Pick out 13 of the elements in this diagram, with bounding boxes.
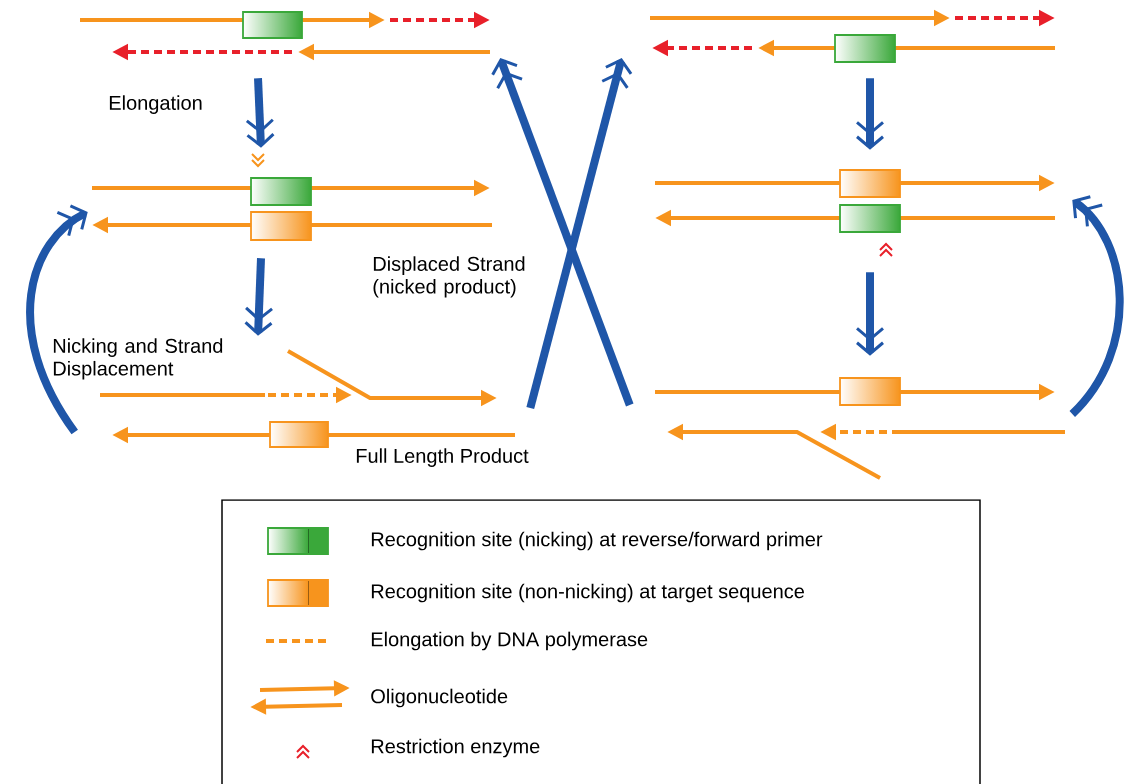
legend-text: Restriction enzyme: [371, 738, 540, 758]
step-label: Nicking and Strand Displacement: [53, 338, 223, 380]
arrow: [491, 58, 634, 407]
legend-text: Elongation by DNA polymerase: [371, 631, 648, 651]
legend-text: Recognition site (nicking) at reverse/forward primer: [371, 531, 823, 551]
legend-text: Recognition site (non-nicking) at target sequence: [371, 583, 804, 603]
step-label: Elongation: [109, 95, 202, 114]
arrow: [26, 204, 88, 435]
product-label: Full Length Product: [356, 448, 529, 467]
arrow: [1069, 195, 1124, 417]
step-label: Displaced Strand (nicked product): [373, 256, 525, 298]
legend-text: Oligonucleotide: [371, 688, 508, 708]
arrow: [526, 58, 633, 409]
